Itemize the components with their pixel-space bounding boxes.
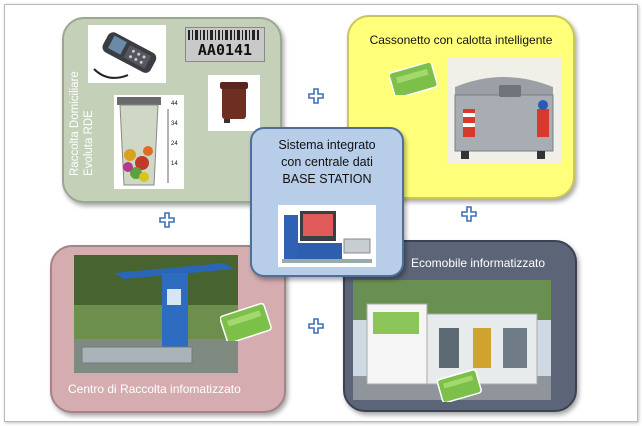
centro-raccolta-title: Centro di Raccolta infomatizzato [68, 382, 241, 396]
base-station-line1: Sistema integrato [278, 138, 376, 152]
raccolta-domiciliare-title: Raccolta Domiciliare Evoluta RDE [68, 71, 96, 176]
cassonetto-title: Cassonetto con calotta intelligente [369, 33, 553, 47]
barcode-icon [188, 30, 259, 40]
raccolta-title-line1: Raccolta Domiciliare [69, 71, 81, 176]
handheld-scanner-image [88, 25, 166, 83]
collection-kiosk-image [74, 255, 238, 373]
rfid-card-image [437, 369, 482, 402]
panel-centro-raccolta: Centro di Raccolta infomatizzato [50, 245, 286, 413]
barcode-label: AA0141 [197, 41, 253, 59]
plus-icon [461, 206, 477, 222]
raccolta-title-line2: Evoluta RDE [83, 110, 95, 176]
base-station-equipment-image [278, 205, 376, 267]
panel-raccolta-domiciliare: AA0141 44 34 24 14 [62, 17, 282, 203]
rfid-card-image [389, 63, 437, 95]
plus-icon [159, 212, 175, 228]
scale-mark-44: 44 [171, 101, 178, 107]
base-station-line2: con centrale dati [281, 155, 373, 169]
scale-mark-24: 24 [171, 141, 178, 147]
base-station-box: Sistema integrato con centrale dati BASE… [250, 127, 404, 277]
rfid-card-image [220, 302, 272, 341]
transparent-bin-image [114, 95, 184, 189]
panel-ecomobile: Ecomobile informatizzato [343, 240, 577, 412]
plus-icon [308, 88, 324, 104]
panel-cassonetto: Cassonetto con calotta intelligente [347, 15, 575, 199]
small-bin-image [208, 75, 260, 131]
base-station-title: Sistema integrato con centrale dati BASE… [252, 137, 402, 188]
ecomobile-title: Ecomobile informatizzato [411, 256, 546, 270]
barcode-tag: AA0141 [185, 27, 265, 62]
scale-mark-34: 34 [171, 121, 178, 127]
base-station-line3: BASE STATION [282, 172, 372, 186]
smart-dumpster-image [447, 57, 561, 163]
scale-mark-14: 14 [171, 161, 178, 167]
plus-icon [308, 318, 324, 334]
